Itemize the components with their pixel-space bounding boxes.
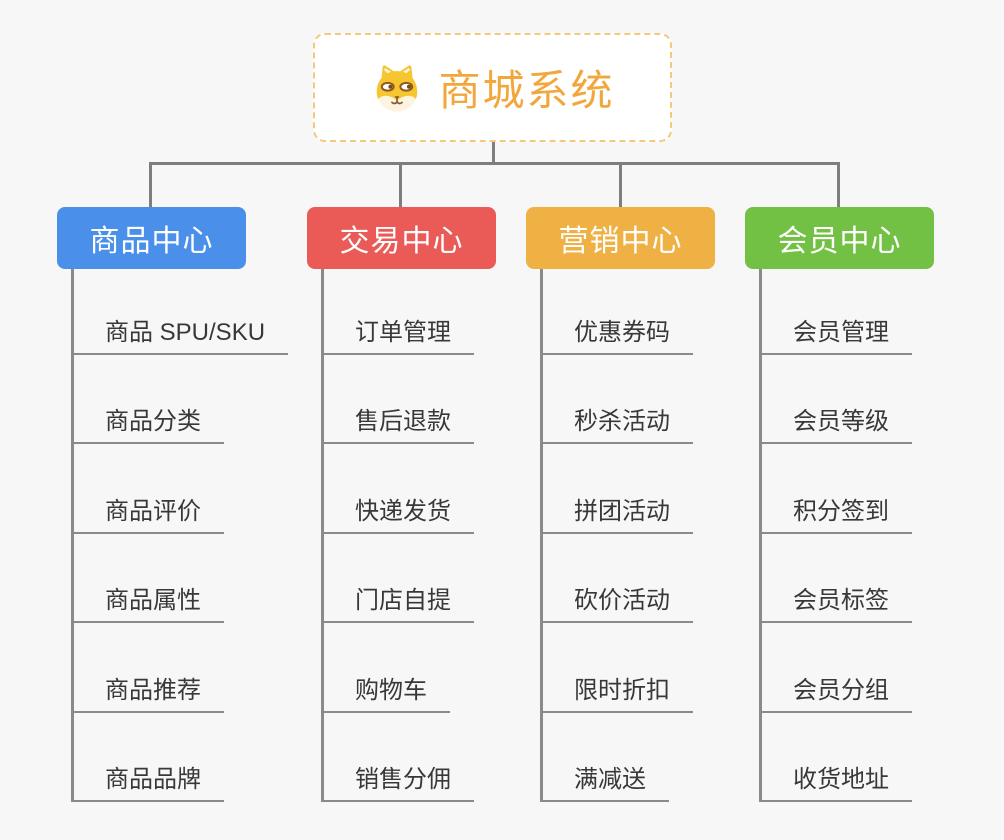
leaf-node[interactable]: 会员等级 <box>759 401 912 444</box>
leaf-node[interactable]: 会员管理 <box>759 312 912 355</box>
connector-drop-4 <box>837 162 840 208</box>
leaf-node[interactable]: 商品分类 <box>71 401 224 444</box>
branch-label: 营销中心 <box>558 225 683 258</box>
leaf-node[interactable]: 商品属性 <box>71 580 224 623</box>
connector-drop-2 <box>399 162 402 208</box>
branch-spine-4 <box>759 269 762 802</box>
leaf-node[interactable]: 商品 SPU/SKU <box>71 312 289 355</box>
connector-root-drop <box>492 141 495 164</box>
leaf-node[interactable]: 满减送 <box>540 759 669 802</box>
leaf-node[interactable]: 秒杀活动 <box>540 401 693 444</box>
leaf-node[interactable]: 快递发货 <box>321 491 474 534</box>
connector-rail <box>150 162 840 165</box>
branch-spine-1 <box>71 269 74 802</box>
leaf-node[interactable]: 会员分组 <box>759 670 912 713</box>
branch-spine-3 <box>540 269 543 802</box>
leaf-node[interactable]: 商品品牌 <box>71 759 224 802</box>
leaf-node[interactable]: 商品推荐 <box>71 670 224 713</box>
branch-marketing-center[interactable]: 营销中心 <box>526 207 715 269</box>
leaf-node[interactable]: 商品评价 <box>71 491 224 534</box>
dog-face-icon <box>377 64 418 112</box>
leaf-node[interactable]: 收货地址 <box>759 759 912 802</box>
leaf-node[interactable]: 砍价活动 <box>540 580 693 623</box>
leaf-node[interactable]: 限时折扣 <box>540 670 693 713</box>
leaf-node[interactable]: 订单管理 <box>321 312 474 355</box>
leaf-node[interactable]: 售后退款 <box>321 401 474 444</box>
branch-label: 交易中心 <box>339 225 464 258</box>
leaf-node[interactable]: 优惠券码 <box>540 312 693 355</box>
branch-trade-center[interactable]: 交易中心 <box>307 207 496 269</box>
leaf-node[interactable]: 销售分佣 <box>321 759 474 802</box>
root-node[interactable]: 商城系统 <box>313 33 672 142</box>
root-title: 商城系统 <box>438 67 615 114</box>
branch-member-center[interactable]: 会员中心 <box>745 207 934 269</box>
leaf-node[interactable]: 积分签到 <box>759 491 912 534</box>
leaf-node[interactable]: 购物车 <box>321 670 450 713</box>
connector-drop-3 <box>619 162 622 208</box>
branch-label: 会员中心 <box>777 225 902 258</box>
branch-label: 商品中心 <box>89 225 214 258</box>
connector-drop-1 <box>149 162 152 208</box>
leaf-node[interactable]: 拼团活动 <box>540 491 693 534</box>
branch-product-center[interactable]: 商品中心 <box>57 207 246 269</box>
leaf-node[interactable]: 会员标签 <box>759 580 912 623</box>
leaf-node[interactable]: 门店自提 <box>321 580 474 623</box>
branch-spine-2 <box>321 269 324 802</box>
